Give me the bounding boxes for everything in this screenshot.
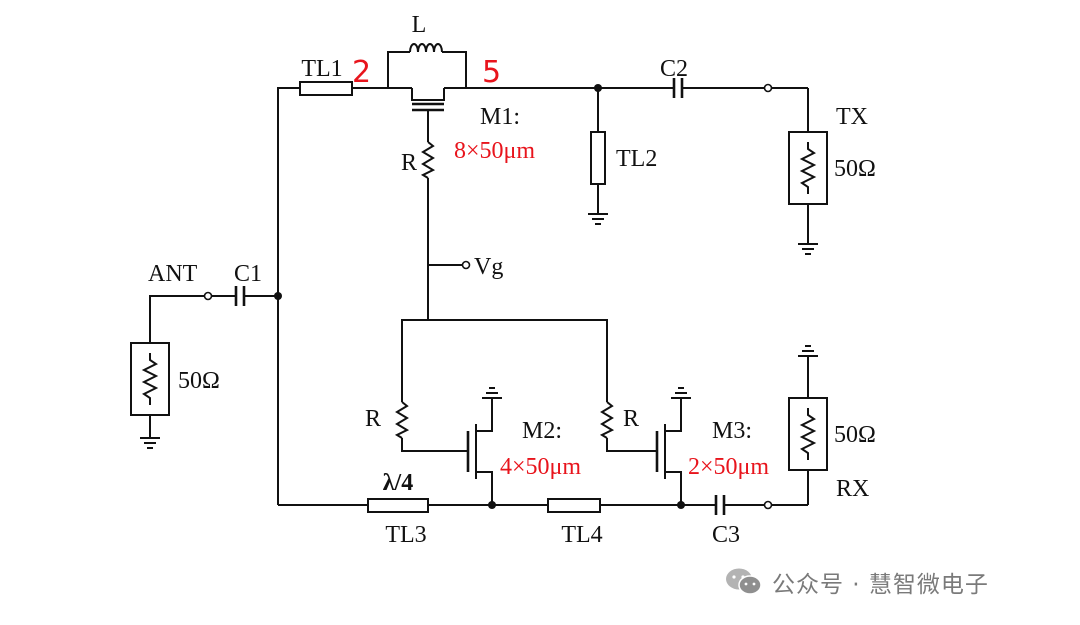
capacitor-icon: [672, 78, 684, 98]
label-c1: C1: [234, 261, 262, 287]
label-vg: Vg: [474, 254, 503, 280]
label-ohm-tx: 50Ω: [834, 156, 876, 182]
label-ohm-rx: 50Ω: [834, 422, 876, 448]
label-tl3: TL3: [385, 522, 426, 548]
tl3-line: [367, 498, 429, 513]
resistor-icon: [420, 141, 436, 179]
watermark-text: 公众号 · 慧智微电子: [772, 572, 989, 598]
label-c2: C2: [660, 56, 688, 82]
label-tl2: TL2: [616, 146, 657, 172]
tl1-line: [299, 81, 353, 96]
tl4-line: [547, 498, 601, 513]
label-r-m3: R: [623, 406, 639, 432]
ground-icon: [798, 243, 818, 255]
label-r-m2: R: [365, 406, 381, 432]
resistor-icon: [599, 401, 615, 439]
rx-load-resistor: [788, 397, 828, 471]
label-r-m1: R: [401, 150, 417, 176]
tx-terminal: [763, 83, 773, 93]
watermark: 公众号 · 慧智微电子: [724, 564, 989, 600]
terminals: [203, 83, 773, 510]
resistor-icon: [394, 401, 410, 439]
label-tl1: TL1: [301, 56, 342, 82]
ground-icon: [798, 345, 818, 357]
ant-terminal: [203, 291, 213, 301]
label-m3-size: 2×50μm: [688, 454, 769, 480]
ant-load-resistor: [130, 342, 170, 416]
label-m2-size: 4×50μm: [500, 454, 581, 480]
handwritten-mark-left: 2: [352, 55, 371, 90]
m3-transistor: [655, 424, 666, 479]
inductor-icon: [409, 43, 443, 53]
m2-transistor: [466, 424, 477, 479]
label-m3: M3:: [712, 418, 752, 444]
tx-load-resistor: [788, 131, 828, 205]
label-c3: C3: [712, 522, 740, 548]
m1-transistor: [411, 88, 445, 112]
rx-terminal: [763, 500, 773, 510]
capacitor-icon: [234, 286, 246, 306]
label-rx: RX: [836, 476, 869, 502]
tl2-line: [590, 131, 606, 185]
ground-icon: [588, 213, 608, 225]
label-m1-size: 8×50μm: [454, 138, 535, 164]
ground-icon: [671, 387, 691, 399]
label-ohm-ant: 50Ω: [178, 368, 220, 394]
label-tl4: TL4: [561, 522, 602, 548]
ground-icon: [482, 387, 502, 399]
label-ant: ANT: [148, 261, 198, 287]
vg-terminal: [461, 260, 471, 270]
label-l: L: [412, 12, 427, 38]
handwritten-mark-right: 5: [482, 55, 501, 90]
wires: [149, 51, 809, 506]
wechat-icon: [726, 568, 762, 595]
label-quarter-wave: λ/4: [383, 470, 413, 496]
label-tx: TX: [836, 104, 868, 130]
ground-icon: [140, 437, 160, 449]
label-m2: M2:: [522, 418, 562, 444]
label-m1: M1:: [480, 104, 520, 130]
junction-dots: [274, 84, 685, 509]
capacitor-icon: [714, 495, 726, 515]
